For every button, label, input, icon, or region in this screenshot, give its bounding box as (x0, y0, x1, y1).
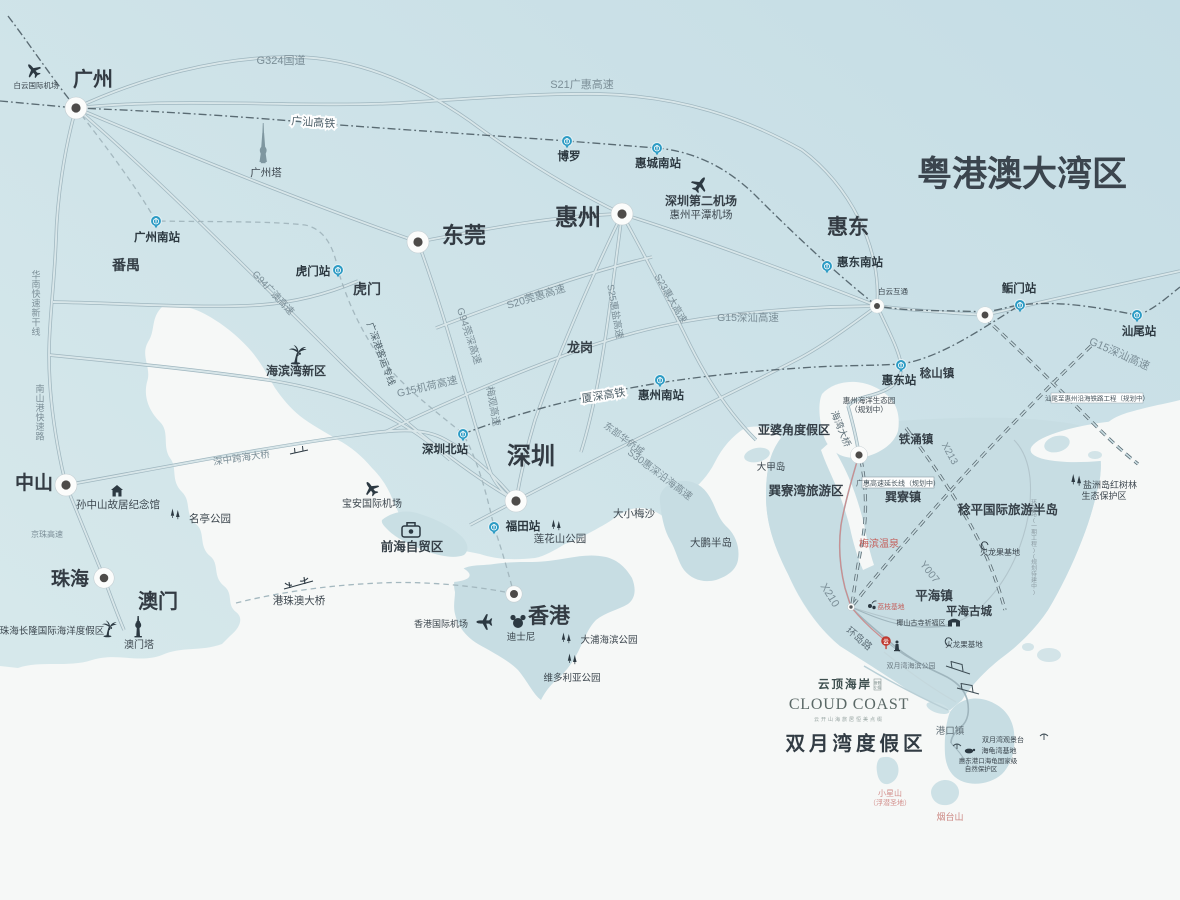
svg-text:巽寮镇: 巽寮镇 (885, 489, 921, 504)
svg-text:孙中山故居纪念馆: 孙中山故居纪念馆 (76, 498, 160, 511)
svg-text:环岛路(一期工程)(规划待建中): 环岛路(一期工程)(规划待建中) (1031, 499, 1037, 596)
svg-text:小镇: 小镇 (874, 685, 882, 690)
svg-text:澳门: 澳门 (138, 589, 178, 613)
svg-text:前海自贸区: 前海自贸区 (381, 539, 444, 554)
svg-text:盐洲岛红树林: 盐洲岛红树林 (1083, 479, 1137, 490)
svg-text:椰山古寺祈福区: 椰山古寺祈福区 (897, 618, 946, 627)
svg-text:火龙果基地: 火龙果基地 (945, 639, 983, 649)
svg-text:云开山海旅居恒美点缀: 云开山海旅居恒美点缀 (814, 716, 884, 723)
svg-text:京珠高速: 京珠高速 (31, 529, 63, 539)
svg-text:澳门塔: 澳门塔 (124, 638, 154, 651)
svg-text:云顶海岸: 云顶海岸 (818, 677, 872, 691)
svg-text:G324国道: G324国道 (257, 53, 306, 67)
svg-text:虎门: 虎门 (353, 281, 381, 297)
svg-text:龙岗: 龙岗 (567, 340, 593, 355)
svg-text:名亭公园: 名亭公园 (189, 512, 231, 525)
svg-text:迪士尼: 迪士尼 (507, 631, 536, 643)
svg-text:惠城南站: 惠城南站 (635, 156, 681, 170)
svg-text:南山港快速路: 南山港快速路 (35, 383, 44, 442)
svg-text:大小梅沙: 大小梅沙 (613, 507, 655, 520)
svg-text:铁涌镇: 铁涌镇 (899, 432, 934, 446)
svg-text:中山: 中山 (15, 471, 53, 494)
svg-text:广州南站: 广州南站 (134, 230, 180, 244)
svg-text:烟台山: 烟台山 (936, 811, 963, 822)
svg-text:广州塔: 广州塔 (250, 166, 282, 179)
svg-text:生态保护区: 生态保护区 (1081, 490, 1126, 501)
svg-text:香港国际机场: 香港国际机场 (414, 618, 468, 629)
svg-text:香港: 香港 (528, 604, 571, 628)
svg-text:双月湾度假区: 双月湾度假区 (785, 732, 926, 755)
svg-text:广汕高铁: 广汕高铁 (291, 113, 336, 130)
svg-text:大鹏半岛: 大鹏半岛 (690, 536, 732, 549)
svg-text:平海镇: 平海镇 (915, 588, 953, 603)
svg-text:惠州平潭机场: 惠州平潭机场 (670, 208, 733, 221)
svg-text:CLOUD COAST: CLOUD COAST (789, 696, 909, 713)
svg-text:深圳北站: 深圳北站 (422, 442, 468, 456)
svg-text:亚婆角度假区: 亚婆角度假区 (758, 422, 830, 437)
svg-text:惠州: 惠州 (555, 204, 601, 230)
svg-text:惠州海洋生态园: 惠州海洋生态园 (843, 395, 896, 405)
svg-text:火龙果基地: 火龙果基地 (980, 547, 1020, 557)
svg-text:宝安国际机场: 宝安国际机场 (342, 497, 402, 510)
svg-text:惠东港口海龟国家级: 惠东港口海龟国家级 (959, 756, 1018, 765)
svg-text:惠东站: 惠东站 (882, 373, 917, 387)
svg-text:深圳: 深圳 (507, 443, 555, 470)
svg-text:自然保护区: 自然保护区 (965, 764, 998, 773)
svg-text:云: 云 (883, 638, 889, 645)
svg-text:大浦海滨公园: 大浦海滨公园 (580, 634, 637, 646)
svg-text:维多利亚公园: 维多利亚公园 (543, 672, 600, 684)
svg-text:白云互通: 白云互通 (878, 286, 908, 296)
svg-text:珠海: 珠海 (51, 567, 89, 590)
svg-text:汕尾至惠州沿海铁路工程（规划中）: 汕尾至惠州沿海铁路工程（规划中） (1045, 394, 1149, 403)
svg-text:G15深汕高速: G15深汕高速 (717, 311, 779, 324)
svg-text:博罗: 博罗 (558, 149, 581, 163)
svg-text:白云国际机场: 白云国际机场 (14, 80, 59, 90)
svg-text:惠东南站: 惠东南站 (837, 255, 883, 269)
svg-text:虎门站: 虎门站 (296, 264, 331, 278)
svg-text:鲘门站: 鲘门站 (1002, 281, 1037, 295)
svg-text:度假: 度假 (874, 680, 882, 685)
svg-text:东莞: 东莞 (442, 223, 486, 248)
svg-text:珠海长隆国际海洋度假区: 珠海长隆国际海洋度假区 (0, 625, 105, 637)
svg-text:海滨湾新区: 海滨湾新区 (266, 363, 326, 378)
svg-text:广惠高速延长线（规划中）: 广惠高速延长线（规划中） (856, 479, 940, 488)
svg-text:港珠澳大桥: 港珠澳大桥 (273, 594, 326, 607)
svg-text:莲花山公园: 莲花山公园 (534, 532, 587, 545)
svg-text:华南快速新干线: 华南快速新干线 (31, 269, 40, 337)
svg-text:大甲岛: 大甲岛 (757, 461, 786, 473)
svg-text:双月湾海滨公园: 双月湾海滨公园 (887, 661, 936, 670)
svg-text:深圳第二机场: 深圳第二机场 (665, 193, 737, 208)
svg-text:（浮潜圣地）: （浮潜圣地） (869, 798, 911, 807)
svg-text:小星山: 小星山 (878, 788, 902, 798)
svg-text:梅滨温泉: 梅滨温泉 (859, 537, 899, 550)
svg-text:广州: 广州 (73, 67, 113, 91)
svg-text:惠东: 惠东 (827, 215, 869, 239)
svg-text:稔山镇: 稔山镇 (920, 366, 955, 380)
svg-text:荔枝基地: 荔枝基地 (877, 602, 904, 611)
svg-text:汕尾站: 汕尾站 (1122, 324, 1157, 338)
svg-text:双月湾观景台: 双月湾观景台 (982, 735, 1024, 744)
svg-text:（规划中）: （规划中） (850, 404, 888, 414)
svg-text:平海古城: 平海古城 (946, 604, 992, 618)
svg-text:番禺: 番禺 (111, 257, 140, 273)
svg-text:港口镇: 港口镇 (936, 725, 965, 737)
svg-text:惠州南站: 惠州南站 (638, 388, 684, 402)
svg-text:粤港澳大湾区: 粤港澳大湾区 (917, 154, 1127, 194)
svg-text:巽寮湾旅游区: 巽寮湾旅游区 (768, 483, 844, 498)
svg-text:福田站: 福田站 (505, 519, 541, 533)
svg-text:S21广惠高速: S21广惠高速 (550, 77, 614, 91)
svg-text:稔平国际旅游半岛: 稔平国际旅游半岛 (958, 502, 1058, 517)
svg-text:海龟湾基地: 海龟湾基地 (982, 746, 1017, 755)
